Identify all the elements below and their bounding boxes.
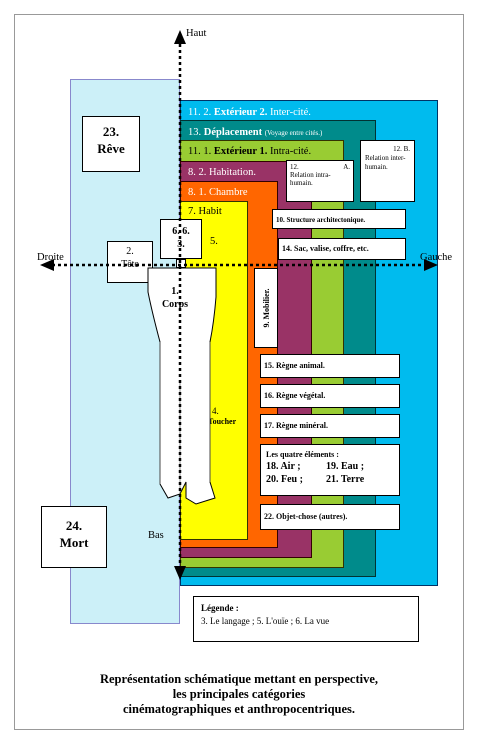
element-feu: 20. Feu ; — [266, 474, 303, 485]
animal-box: 15. Règne animal. — [260, 354, 400, 378]
reve-label: Rêve — [97, 141, 125, 156]
body-outline — [147, 267, 217, 505]
arrow-down — [174, 566, 186, 580]
relation-a-letter: A. — [343, 163, 350, 171]
axis-bas: Bas — [148, 530, 164, 541]
corps-name: Corps — [161, 299, 189, 310]
quatre-elements-box: Les quatre éléments : 18. Air ; 19. Eau … — [260, 444, 400, 496]
ext2-rest: Inter-cité. — [269, 107, 311, 118]
body-silhouette — [147, 267, 217, 505]
ext1-rest: Intra-cité. — [269, 146, 312, 157]
sac-box: 14. Sac, valise, coffre, etc. — [278, 238, 406, 260]
corps-num: 1. — [171, 286, 179, 297]
reve-box: 23. Rêve — [82, 116, 140, 172]
axis-haut: Haut — [186, 28, 207, 39]
relation-a-text: Relation intra-humain. — [290, 171, 331, 187]
element-terre: 21. Terre — [326, 474, 365, 485]
depl-num: 13. — [188, 127, 202, 138]
tete-label: Tête — [121, 259, 139, 270]
vegetal-box: 16. Règne végétal. — [260, 384, 400, 408]
relation-b-text: Relation inter-humain. — [365, 154, 406, 171]
label-toucher: Toucher — [208, 417, 237, 426]
figure-frame — [14, 14, 464, 730]
tete-box: 2. Tête — [107, 241, 153, 283]
label-exterieur-2: 11. 2. Extérieur 2. Inter-cité. — [188, 107, 311, 119]
label-habitation: 8. 2. Habitation. — [188, 167, 256, 178]
mineral-box: 17. Règne minéral. — [260, 414, 400, 438]
structure-box: 10. Structure architectonique. — [272, 209, 406, 229]
ext2-num: 11. 2. — [188, 107, 212, 118]
mort-num: 24. — [65, 518, 83, 533]
relation-b-title: 12. B. — [393, 145, 410, 153]
arrow-left — [40, 259, 54, 271]
label-habit: 7. Habit — [188, 206, 222, 217]
caption-line1: Représentation schématique mettant en pe… — [99, 672, 379, 686]
label-chambre: 8. 1. Chambre — [188, 187, 248, 198]
element-eau: 19. Eau ; — [326, 461, 365, 472]
depl-small: (Voyage entre cités.) — [264, 129, 323, 137]
axis-droite: Droite — [37, 252, 64, 263]
mort-label: Mort — [59, 535, 89, 550]
label-deplacement: 13. Déplacement (Voyage entre cités.) — [188, 127, 322, 139]
quatre-title: Les quatre éléments : — [266, 450, 339, 459]
caption-line3: cinématographiques et anthropocentriques… — [122, 702, 356, 716]
figure-caption: Représentation schématique mettant en pe… — [14, 672, 464, 717]
mort-box: 24. Mort — [41, 506, 107, 568]
legend-box: Légende : 3. Le langage ; 5. L'ouïe ; 6.… — [193, 596, 419, 642]
legend-title: Légende : — [201, 603, 239, 613]
label-ouie: 5. — [210, 236, 218, 247]
axis-gauche: Gauche — [420, 252, 453, 263]
label-toucher-num: 4. — [212, 406, 219, 416]
ext1-num: 11. 1. — [188, 146, 212, 157]
objet-box: 22. Objet-chose (autres). — [260, 504, 400, 530]
reve-num: 23. — [102, 124, 120, 139]
mobilier-box: 9. Mobilier. — [254, 268, 278, 348]
relation-intra-box: 12. A. Relation intra-humain. — [286, 160, 354, 202]
legend-text: 3. Le langage ; 5. L'ouïe ; 6. La vue — [201, 616, 330, 626]
arrow-up — [174, 30, 186, 44]
label-exterieur-1: 11. 1. Extérieur 1. Intra-cité. — [188, 146, 311, 158]
caption-line2: les principales catégories — [172, 687, 306, 701]
arrow-right — [424, 259, 438, 271]
tete-num: 2. — [126, 246, 134, 257]
depl-bold: Déplacement — [203, 127, 263, 138]
relation-inter-box: 12. B. Relation inter-humain. — [360, 140, 415, 202]
relation-a-num: 12. — [290, 163, 299, 171]
element-air: 18. Air ; — [266, 461, 301, 472]
corps-label: 1. Corps — [150, 285, 200, 311]
ext1-bold: Extérieur 1. — [213, 146, 268, 157]
ext2-bold: Extérieur 2. — [213, 107, 268, 118]
